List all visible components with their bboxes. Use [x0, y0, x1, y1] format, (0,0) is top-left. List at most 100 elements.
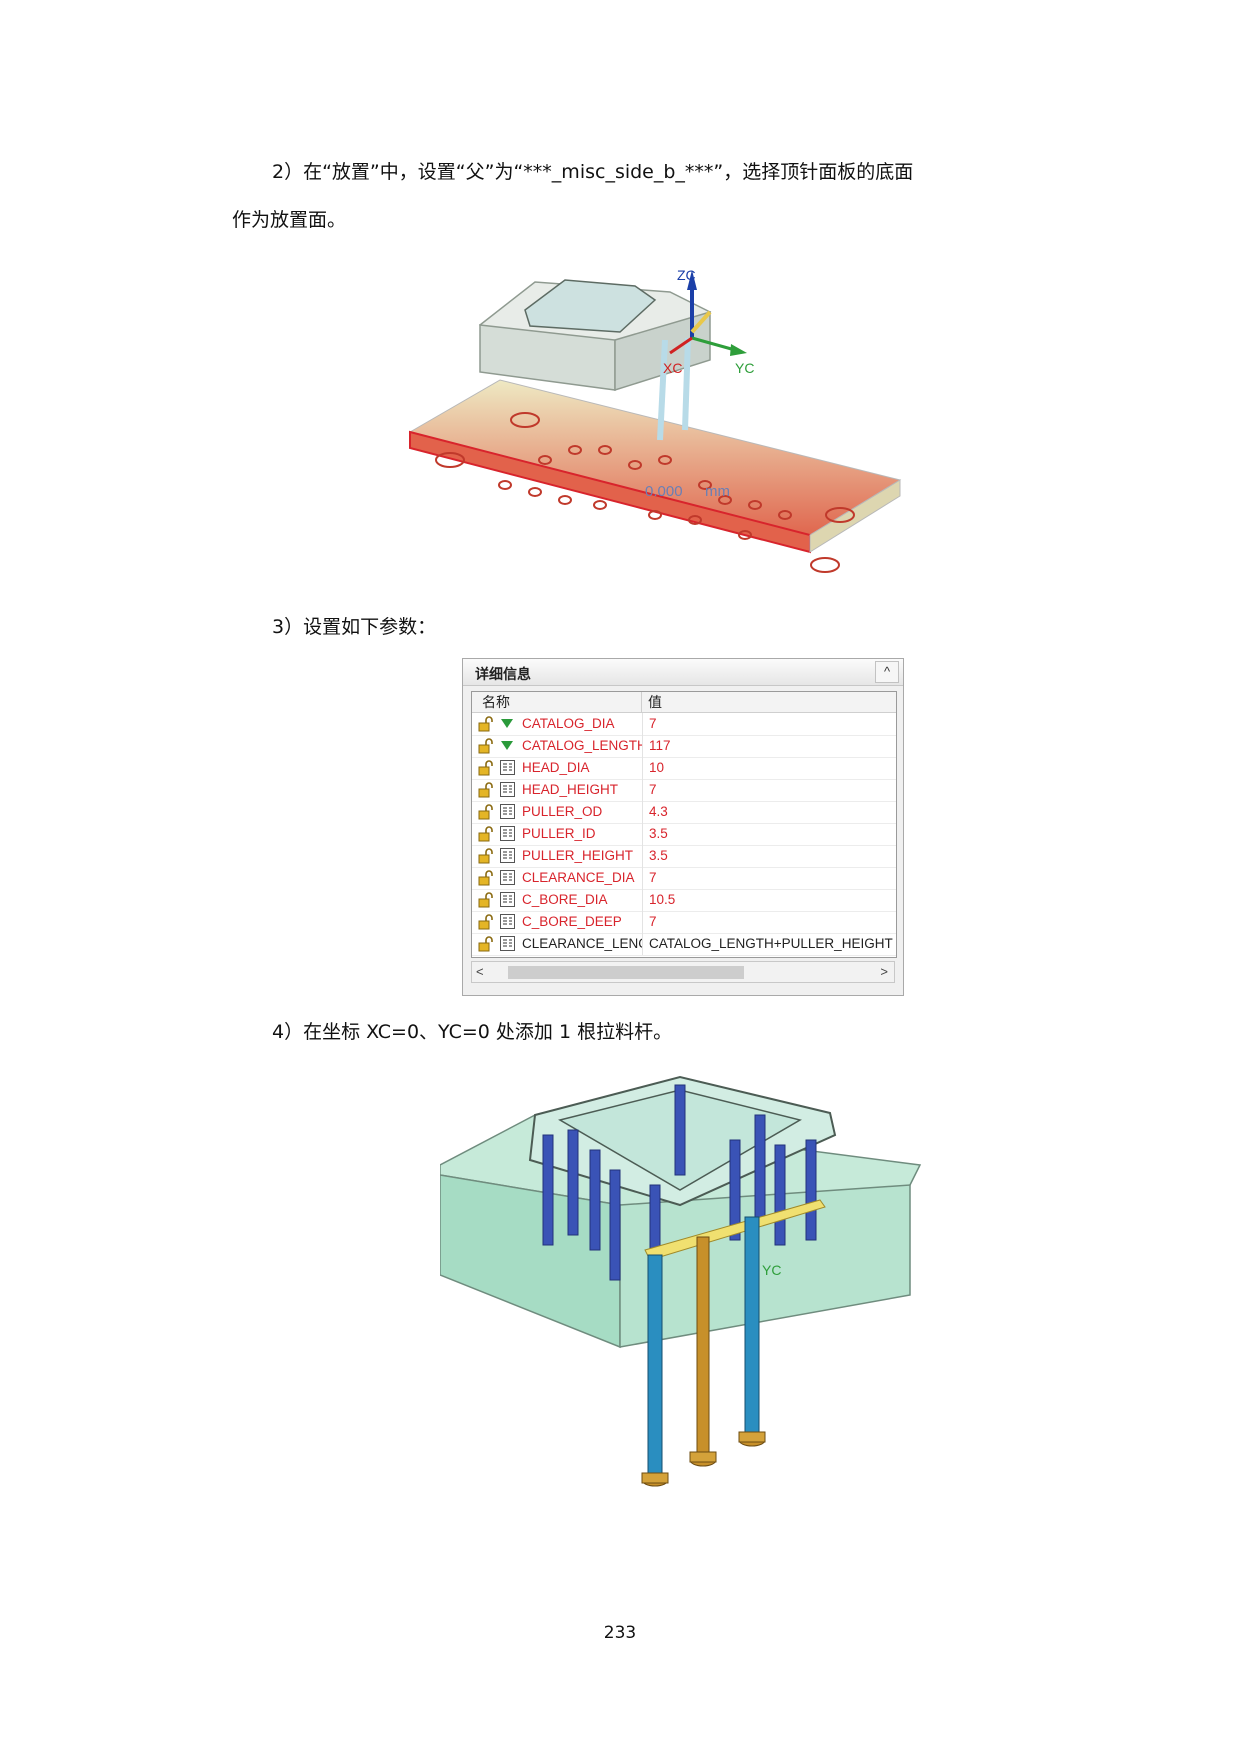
parameter-value[interactable]: 10	[642, 757, 896, 779]
parameter-name: C_BORE_DEEP	[522, 914, 622, 929]
assembly-figure: YC	[439, 1075, 930, 1525]
unlock-icon[interactable]	[478, 936, 494, 952]
xc-axis-arrow	[669, 336, 693, 355]
parameter-row[interactable]: CATALOG_DIA 7	[472, 713, 896, 736]
yc-axis-label: YC	[762, 1262, 781, 1278]
expression-icon	[500, 848, 515, 863]
expression-icon	[500, 892, 515, 907]
unlock-icon[interactable]	[478, 914, 494, 930]
parameter-value[interactable]: 7	[642, 867, 896, 889]
guide-pin-right	[744, 1216, 760, 1438]
unlock-icon[interactable]	[478, 716, 494, 732]
parameter-name: PULLER_ID	[522, 826, 596, 841]
parameter-row[interactable]: HEAD_HEIGHT 7	[472, 779, 896, 802]
dropdown-triangle-icon[interactable]	[501, 719, 513, 729]
unlock-icon[interactable]	[478, 782, 494, 798]
parameter-name: CLEARANCE_LENG...	[522, 936, 642, 951]
ejector-pin	[589, 1149, 601, 1251]
plate-holes	[435, 412, 855, 573]
ejector-pin	[805, 1139, 817, 1241]
ejector-pin	[754, 1114, 766, 1226]
plate-hole	[510, 412, 540, 428]
scroll-thumb[interactable]	[508, 966, 744, 979]
unlock-icon[interactable]	[478, 892, 494, 908]
parameter-row[interactable]: HEAD_DIA 10	[472, 757, 896, 780]
ejector-pin	[674, 1084, 686, 1176]
parameter-value[interactable]: CATALOG_LENGTH+PULLER_HEIGHT	[642, 933, 896, 955]
expression-icon	[500, 936, 515, 951]
parameter-name: HEAD_HEIGHT	[522, 782, 619, 797]
plate-hole	[825, 507, 855, 523]
step2-text-line2: 作为放置面。	[232, 209, 347, 231]
distance-readout: 0.000	[645, 483, 683, 500]
scroll-left-arrow[interactable]: <	[476, 964, 484, 979]
ejector-pins	[542, 1084, 817, 1296]
mold-block-recess	[524, 279, 657, 333]
guide-pin-left	[647, 1254, 663, 1476]
parameter-value[interactable]: 3.5	[642, 845, 896, 867]
parameter-name: CATALOG_LENGTH	[522, 738, 642, 753]
ejector-pin	[567, 1129, 579, 1236]
parameter-row[interactable]: CLEARANCE_DIA 7	[472, 867, 896, 890]
placement-figure: ZC XC YC 0.000 mm	[405, 260, 965, 590]
ejector-plate-side	[809, 479, 901, 553]
sprue-puller-pin	[696, 1236, 710, 1458]
parameter-row[interactable]: PULLER_OD 4.3	[472, 801, 896, 824]
parameter-value[interactable]: 117	[642, 735, 896, 757]
parameter-row[interactable]: C_BORE_DEEP 7	[472, 911, 896, 934]
yc-axis-arrow	[691, 336, 736, 352]
scroll-right-arrow[interactable]: >	[880, 964, 888, 979]
panel-title: 详细信息	[475, 666, 531, 682]
parameter-name: HEAD_DIA	[522, 760, 590, 775]
page-number: 233	[603, 1623, 637, 1643]
step2-text-line1: 2）在“放置”中，设置“父”为“***_misc_side_b_***”，选择顶…	[272, 161, 914, 183]
parameter-value[interactable]: 7	[642, 713, 896, 735]
unlock-icon[interactable]	[478, 738, 494, 754]
parameter-name: C_BORE_DIA	[522, 892, 608, 907]
step4-text: 4）在坐标 XC=0、YC=0 处添加 1 根拉料杆。	[272, 1021, 673, 1043]
parameter-row[interactable]: PULLER_ID 3.5	[472, 823, 896, 846]
dropdown-triangle-icon[interactable]	[501, 741, 513, 751]
horizontal-scrollbar[interactable]: < >	[471, 961, 895, 983]
parameter-name: PULLER_OD	[522, 804, 603, 819]
ejector-pin	[609, 1169, 621, 1281]
column-header-value[interactable]: 值	[642, 692, 896, 713]
expression-icon	[500, 826, 515, 841]
unlock-icon[interactable]	[478, 804, 494, 820]
unlock-icon[interactable]	[478, 870, 494, 886]
placement-figure-drawing: ZC XC YC 0.000 mm	[408, 267, 902, 573]
parameter-name: CATALOG_DIA	[522, 716, 615, 731]
parameter-value[interactable]: 4.3	[642, 801, 896, 823]
parameter-value[interactable]: 7	[642, 911, 896, 933]
unlock-icon[interactable]	[478, 760, 494, 776]
ejector-pin	[542, 1134, 554, 1246]
expression-icon	[500, 870, 515, 885]
ejector-pin	[774, 1144, 786, 1246]
distance-unit: mm	[705, 483, 730, 500]
plate-hole	[810, 557, 840, 573]
expression-icon	[500, 782, 515, 797]
yc-axis-label: YC	[735, 360, 754, 376]
parameter-value[interactable]: 3.5	[642, 823, 896, 845]
zc-axis-label: ZC	[677, 267, 696, 283]
parameter-row[interactable]: CLEARANCE_LENG...CATALOG_LENGTH+PULLER_H…	[472, 933, 896, 956]
expression-icon	[500, 914, 515, 929]
parameter-row[interactable]: C_BORE_DIA 10.5	[472, 889, 896, 912]
parameter-value[interactable]: 7	[642, 779, 896, 801]
column-header-name[interactable]: 名称	[472, 692, 642, 713]
assembly-figure-drawing: YC	[439, 1075, 922, 1487]
step3-text: 3）设置如下参数：	[272, 616, 437, 638]
parameter-name: CLEARANCE_DIA	[522, 870, 635, 885]
expression-icon	[500, 760, 515, 775]
xc-axis-label: XC	[663, 360, 682, 376]
unlock-icon[interactable]	[478, 826, 494, 842]
parameter-value[interactable]: 10.5	[642, 889, 896, 911]
collapse-button[interactable]: ^	[875, 661, 899, 683]
panel-header: 详细信息 ^	[463, 659, 903, 686]
unlock-icon[interactable]	[478, 848, 494, 864]
expression-icon	[500, 804, 515, 819]
